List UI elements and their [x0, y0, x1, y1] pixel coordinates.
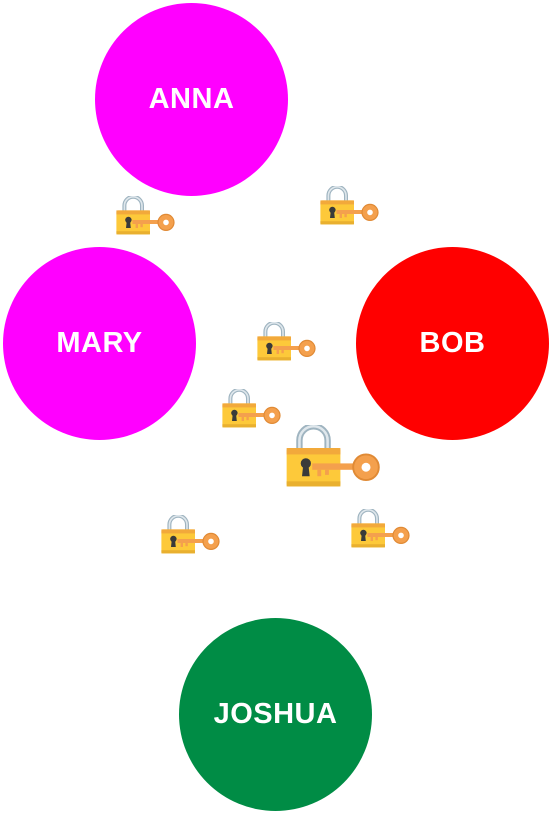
lock-with-key-icon	[318, 186, 382, 226]
node-label-joshua: JOSHUA	[213, 698, 338, 730]
person-node-bob: BOB	[356, 247, 549, 440]
lock-with-key-icon	[255, 322, 319, 362]
lock-with-key-icon	[283, 425, 385, 489]
lock-with-key-icon	[159, 515, 223, 555]
lock-with-key-icon	[220, 389, 284, 429]
node-label-bob: BOB	[419, 327, 486, 359]
person-node-mary: MARY	[3, 247, 196, 440]
lock-with-key-icon	[114, 196, 178, 236]
person-node-anna: ANNA	[95, 3, 288, 196]
node-label-mary: MARY	[56, 327, 143, 359]
person-node-joshua: JOSHUA	[179, 618, 372, 811]
node-label-anna: ANNA	[148, 83, 235, 115]
lock-with-key-icon	[349, 509, 413, 549]
